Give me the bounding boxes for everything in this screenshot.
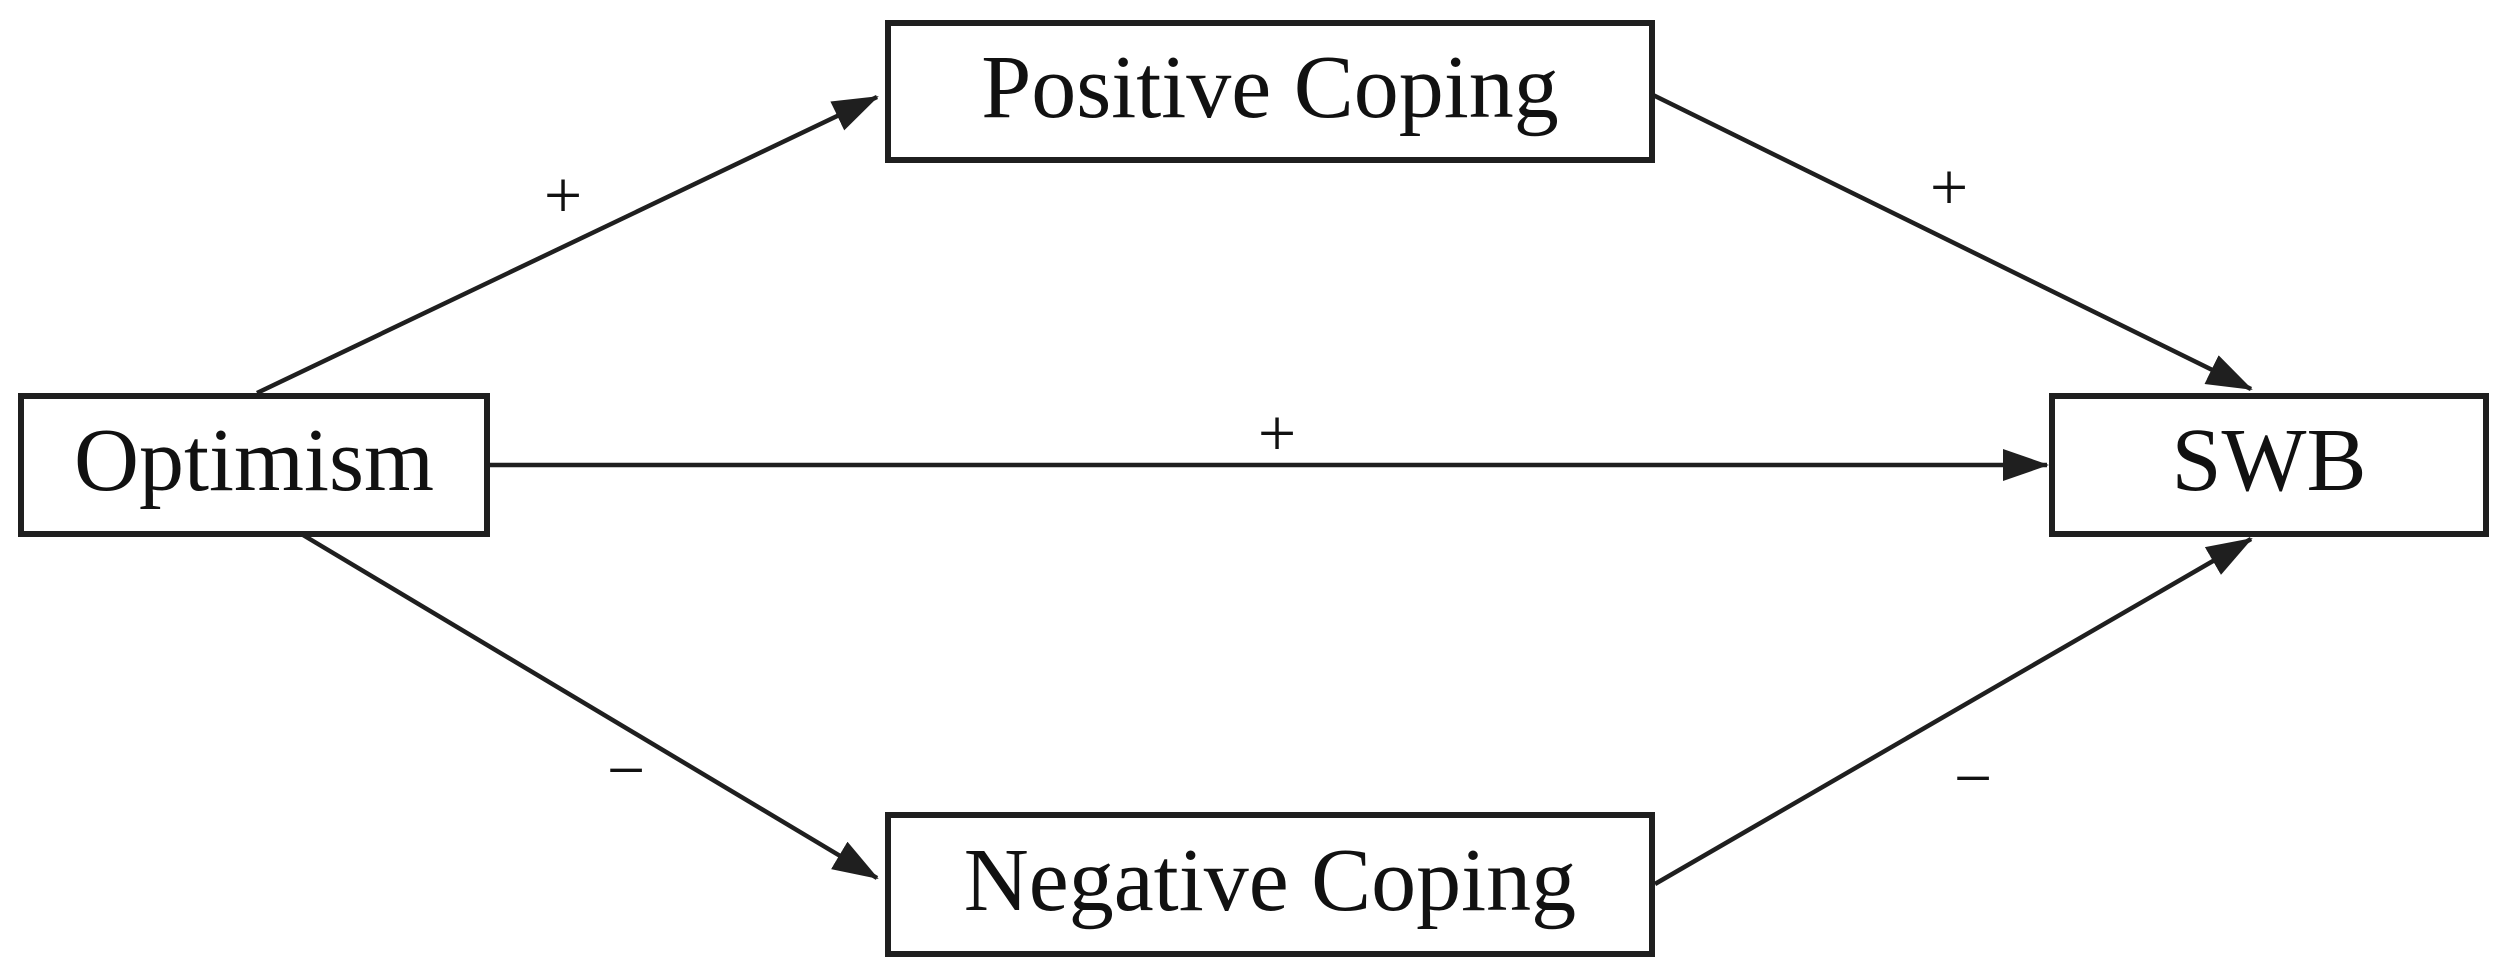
edge-sign-optimism-to-positive-coping: + xyxy=(543,157,583,233)
node-negative-coping-label: Negative Coping xyxy=(963,830,1577,930)
node-positive-coping: Positive Coping xyxy=(885,20,1655,163)
edge-optimism-to-negative-coping xyxy=(301,533,879,880)
edge-sign-negative-coping-to-swb: − xyxy=(1953,740,1993,816)
node-optimism-label: Optimism xyxy=(73,411,435,510)
node-optimism: Optimism xyxy=(18,393,490,537)
edge-sign-optimism-to-swb: + xyxy=(1257,395,1297,471)
edge-sign-optimism-to-negative-coping: − xyxy=(606,732,646,808)
node-positive-coping-label: Positive Coping xyxy=(981,37,1559,137)
edge-optimism-to-positive-coping xyxy=(256,94,879,396)
node-swb-label: SWB xyxy=(2171,411,2367,510)
node-swb: SWB xyxy=(2049,393,2489,537)
edge-negative-coping-to-swb xyxy=(1653,537,2253,886)
edge-positive-coping-to-swb xyxy=(1652,92,2253,392)
edge-sign-positive-coping-to-swb: + xyxy=(1929,149,1969,225)
node-negative-coping: Negative Coping xyxy=(885,812,1655,957)
